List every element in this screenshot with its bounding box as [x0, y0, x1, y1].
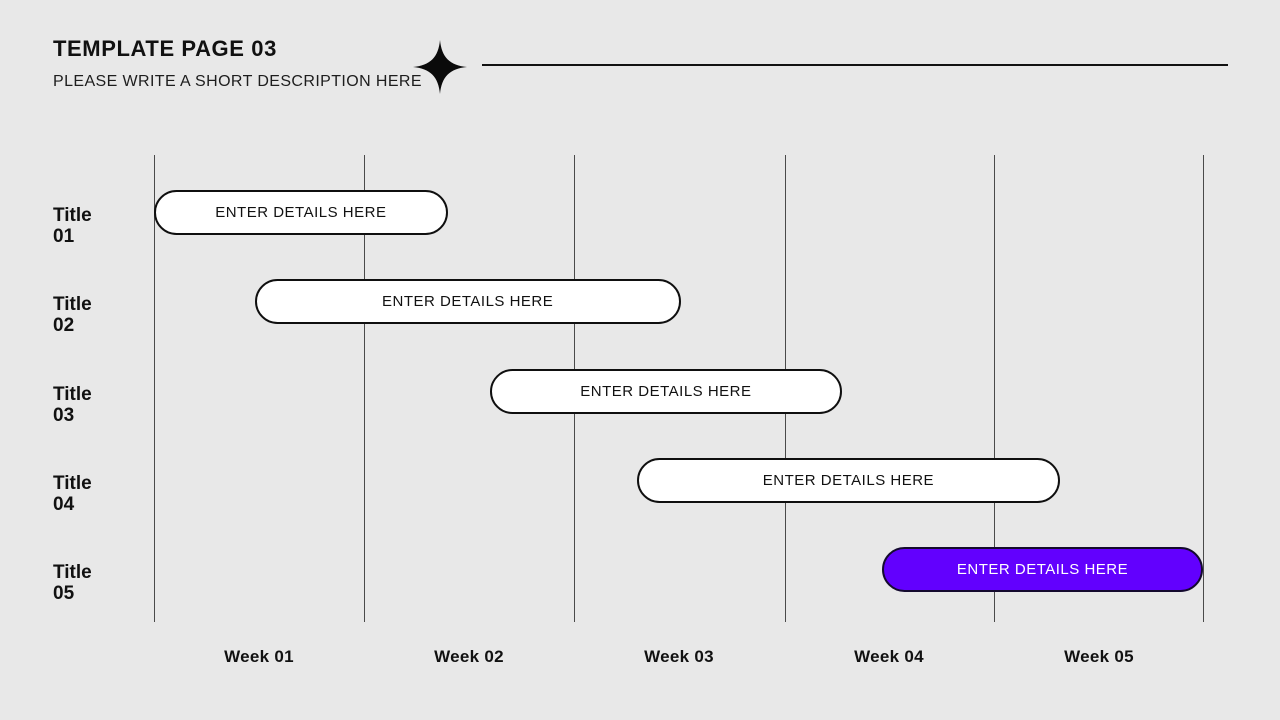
row-label-title-01: Title 01: [53, 205, 92, 247]
row-label-title-04: Title 04: [53, 472, 92, 515]
gantt-bar-row-1[interactable]: ENTER DETAILS HERE: [154, 190, 448, 235]
row-label-title-02: Title 02: [53, 294, 92, 337]
gridline-week-0: [154, 155, 155, 622]
gridline-week-4: [994, 155, 995, 622]
sparkle-icon: [413, 40, 467, 94]
axis-label-week-05: Week 05: [1064, 647, 1134, 666]
axis-label-week-02: Week 02: [434, 647, 504, 666]
gantt-bar-row-3[interactable]: ENTER DETAILS HERE: [489, 368, 843, 414]
axis-label-week-03: Week 03: [644, 647, 714, 666]
row-label-title-05: Title 05: [53, 562, 92, 605]
gantt-bar-row-5[interactable]: ENTER DETAILS HERE: [882, 547, 1203, 593]
page-title: TEMPLATE PAGE 03: [53, 36, 277, 61]
gridline-week-5: [1203, 155, 1204, 622]
axis-label-week-01: Week 01: [224, 647, 294, 666]
header-divider-line: [482, 64, 1228, 66]
axis-label-week-04: Week 04: [854, 647, 924, 666]
row-label-title-03: Title 03: [53, 383, 92, 426]
page-subtitle: PLEASE WRITE A SHORT DESCRIPTION HERE: [53, 73, 422, 90]
gantt-bar-row-4[interactable]: ENTER DETAILS HERE: [636, 457, 1061, 503]
gridline-week-1: [364, 155, 365, 622]
gantt-bar-row-2[interactable]: ENTER DETAILS HERE: [254, 279, 681, 325]
